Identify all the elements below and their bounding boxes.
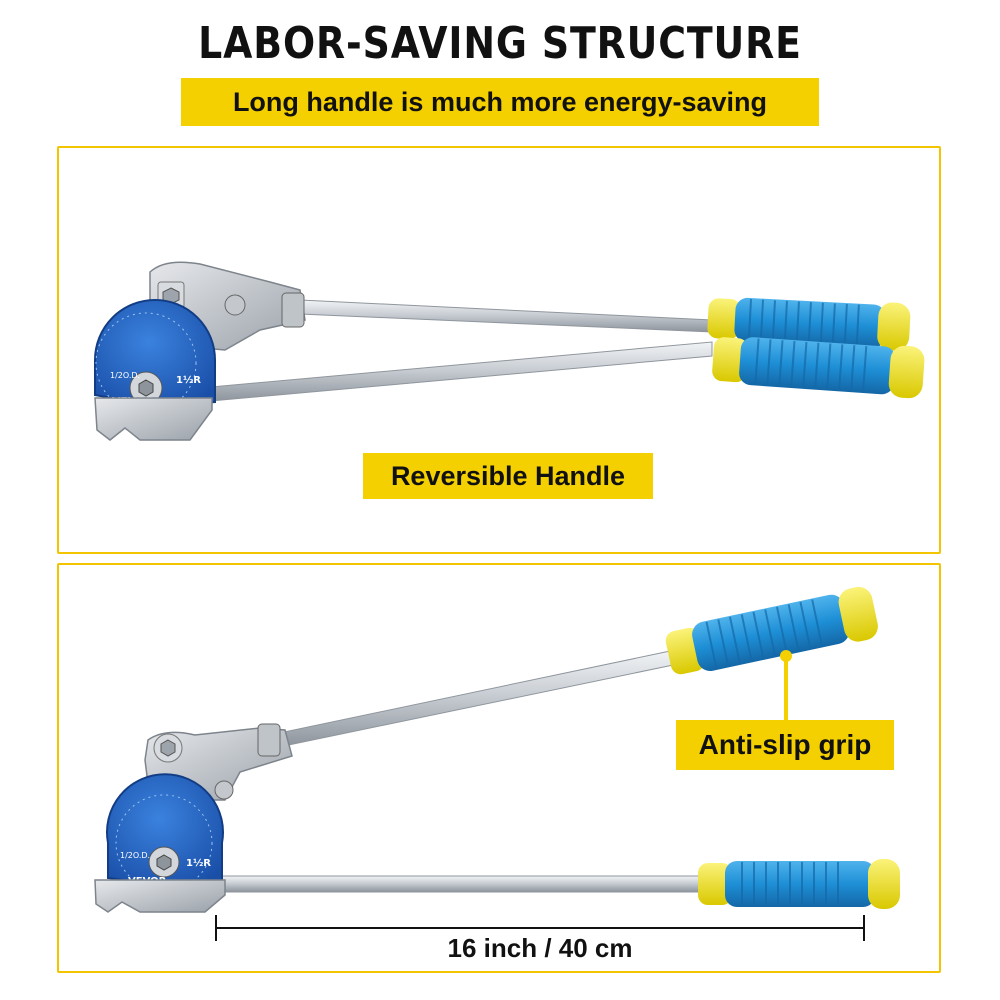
- anti-slip-pointer: [780, 650, 792, 720]
- die-size-label: 1/2O.D.: [120, 851, 150, 860]
- anti-slip-grip-label: Anti-slip grip: [676, 720, 894, 770]
- upper-handle: [299, 297, 911, 351]
- bending-die: VEVOR 1/2O.D. 1½R: [94, 299, 216, 414]
- hook-shoe: [94, 879, 226, 913]
- pointer-dot-icon: [780, 650, 792, 662]
- lower-handle: [199, 337, 925, 403]
- grip-cap-icon: [707, 298, 741, 339]
- lower-handle: [219, 859, 900, 909]
- handle-length-label: 16 inch / 40 cm: [447, 933, 633, 963]
- die-radius-label: 1½R: [186, 858, 211, 869]
- die-size-label: 1/2O.D.: [110, 371, 140, 380]
- tube-bender-reversible: VEVOR 1/2O.D. 1½R: [94, 261, 925, 441]
- hook-shoe: [94, 397, 213, 441]
- die-radius-label: 1½R: [176, 375, 201, 386]
- reversible-handle-label: Reversible Handle: [363, 453, 653, 499]
- hex-bolt-icon: [160, 739, 176, 757]
- subtitle-banner: Long handle is much more energy-saving: [181, 78, 819, 126]
- tube-bender-open: VEVOR 1/2O.D. 1½R: [94, 586, 900, 913]
- length-dimension-line: [215, 915, 865, 941]
- page-title: LABOR-SAVING STRUCTURE: [198, 18, 802, 69]
- bending-die: VEVOR 1/2O.D. 1½R: [106, 773, 224, 892]
